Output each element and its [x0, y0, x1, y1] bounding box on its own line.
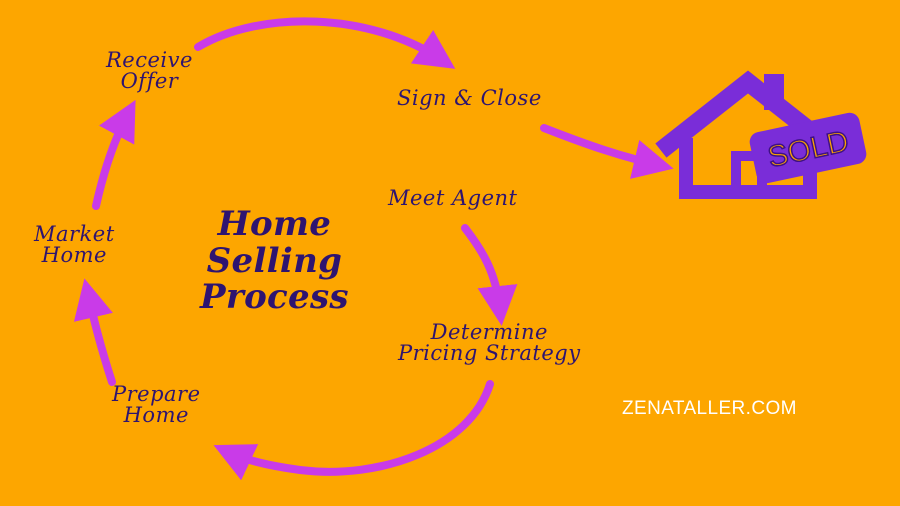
arrow-pricing-to-prepare	[213, 380, 494, 481]
arrow-close-to-house	[540, 124, 674, 179]
step-receive-offer-line-2: Offer	[120, 69, 179, 93]
arrow-agent-to-pricing	[461, 224, 518, 326]
title-line-1: Home	[217, 204, 332, 244]
step-meet-agent: Meet Agent	[388, 188, 517, 209]
step-market-home: Market Home	[34, 224, 115, 266]
step-prepare-home-line-2: Home	[123, 403, 189, 427]
title-line-3: Process	[200, 277, 349, 318]
step-receive-offer: Receive Offer	[106, 50, 193, 92]
step-sign-close-line-1: Sign & Close	[397, 86, 542, 110]
step-prepare-home: Prepare Home	[112, 384, 201, 426]
arrow-prepare-to-market	[73, 278, 116, 386]
arrow-offer-to-close	[194, 17, 456, 69]
step-prepare-home-line-1: Prepare	[112, 382, 201, 406]
diagram-title: Home Selling Process	[200, 206, 349, 316]
step-determine-pricing: Determine Pricing Strategy	[398, 322, 581, 364]
arrow-market-to-offer	[92, 99, 136, 210]
step-market-home-line-2: Home	[41, 243, 107, 267]
step-determine-pricing-line-1: Determine	[430, 320, 548, 344]
step-determine-pricing-line-2: Pricing Strategy	[398, 341, 581, 365]
step-receive-offer-line-1: Receive	[106, 48, 193, 72]
step-sign-close: Sign & Close	[397, 88, 542, 109]
step-market-home-line-1: Market	[34, 222, 115, 246]
step-meet-agent-line-1: Meet Agent	[388, 186, 518, 210]
house-chimney	[764, 74, 784, 110]
house-sold-icon: SOLD	[655, 70, 867, 199]
sold-sign	[749, 112, 867, 184]
title-line-2: Selling	[206, 240, 343, 281]
credit-text: ZENATALLER.COM	[622, 398, 797, 419]
